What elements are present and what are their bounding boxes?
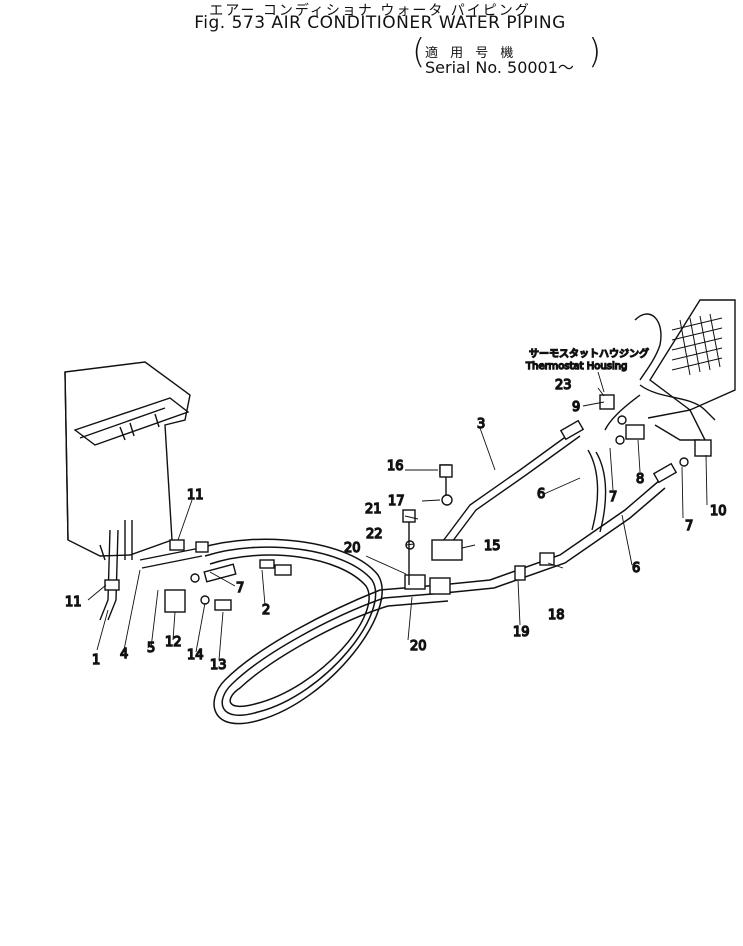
callout-23: 23	[555, 378, 572, 393]
callout-20-lower: 20	[410, 639, 427, 654]
callout-2: 2	[262, 603, 270, 618]
thermostat-label-jp: サーモスタットハウジング	[529, 347, 649, 360]
callout-20-upper: 20	[344, 541, 361, 556]
serial-close-paren: )	[588, 32, 602, 72]
callout-5: 5	[147, 641, 155, 656]
callout-11-upper: 11	[187, 488, 204, 503]
callout-3: 3	[477, 417, 485, 432]
callout-6-lower: 6	[632, 561, 640, 576]
serial-japanese: 適 用 号 機	[425, 46, 518, 61]
title-japanese: エアー コンディショナ ウォータ パイピング	[209, 3, 531, 19]
callout-21: 21	[365, 502, 382, 517]
callout-9: 9	[572, 400, 580, 415]
leader-lines	[87, 387, 708, 661]
callout-12: 12	[165, 635, 182, 650]
callout-10: 10	[710, 504, 727, 519]
heater-unit	[64, 361, 191, 561]
callout-1: 1	[92, 653, 100, 668]
serial-open-paren: (	[412, 32, 426, 72]
callout-15: 15	[484, 539, 501, 554]
callout-6-upper: 6	[537, 487, 545, 502]
figure-title: Fig. 573 AIR CONDITIONER WATER PIPING	[194, 13, 566, 33]
callout-11-lower: 11	[65, 595, 82, 610]
callout-7-middle: 7	[609, 490, 617, 505]
thermostat-housing	[604, 299, 736, 441]
callout-8: 8	[636, 472, 644, 487]
callout-18: 18	[548, 608, 565, 623]
pipe-runs	[99, 429, 607, 621]
callout-14: 14	[187, 648, 204, 663]
serial-number: Serial No. 50001～	[425, 58, 574, 77]
bolts	[214, 464, 453, 611]
callout-16: 16	[387, 459, 404, 474]
callout-13: 13	[210, 658, 227, 673]
callout-4: 4	[120, 647, 128, 662]
thermostat-label: サーモスタットハウジング Thermostat Housing	[524, 346, 650, 393]
callout-labels: 1 2 3 4 5 6 6 7 7 7 8 9 10 11 11 12 13 1…	[64, 377, 727, 673]
callout-22: 22	[366, 527, 383, 542]
callout-17: 17	[388, 494, 405, 509]
thermostat-label-en: Thermostat Housing	[525, 361, 627, 372]
callout-7-right: 7	[685, 519, 693, 534]
callout-7-left: 7	[236, 581, 244, 596]
callout-19: 19	[513, 625, 530, 640]
clamps-and-fittings	[104, 394, 712, 613]
